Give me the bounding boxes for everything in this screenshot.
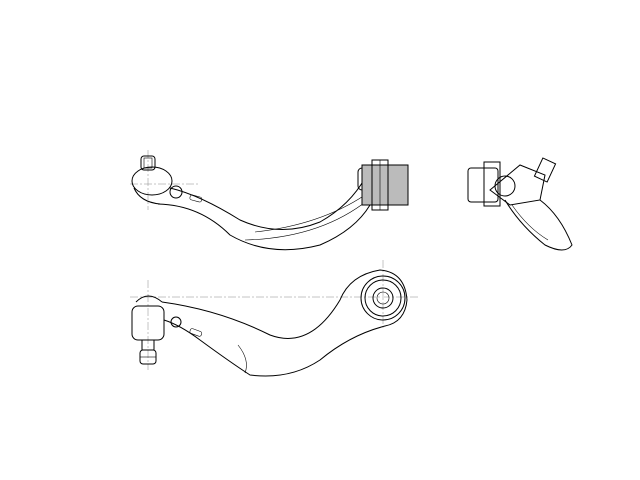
ball-joint: [131, 295, 165, 365]
ball-joint-stud: [140, 155, 156, 171]
bushing-eye: [360, 275, 406, 321]
side-view: [130, 150, 409, 251]
top-view: [130, 260, 420, 377]
arm-lower-edge: [157, 203, 371, 251]
arm-outline: [161, 269, 408, 377]
end-view: [467, 157, 573, 251]
arm-upper-edge: [169, 177, 366, 230]
bushing: [357, 159, 409, 211]
ball-joint-housing: [131, 166, 173, 205]
